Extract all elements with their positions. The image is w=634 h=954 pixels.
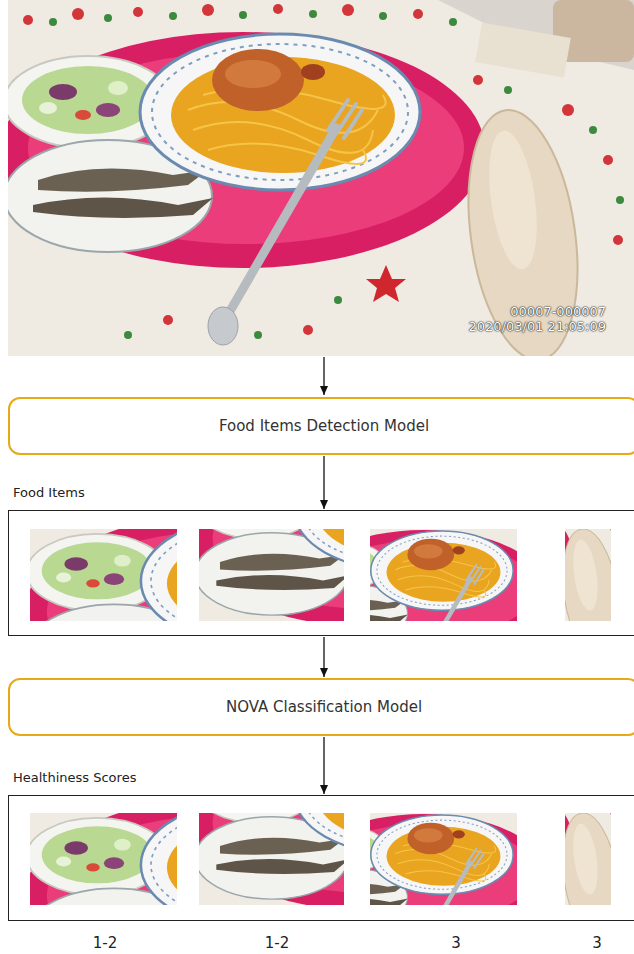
score-value: 1-2 [93,934,118,952]
food-crop [30,813,177,905]
flow-arrow [323,637,324,677]
box-label: NOVA Classification Model [226,698,422,716]
flow-arrow [323,737,324,794]
scores-frame: Healthiness Scores [8,795,634,921]
food-crop [199,813,344,905]
timestamp: 2020/03/01 21:05:09 [469,319,606,334]
frame-heading: Food Items [13,485,85,500]
food-crop [370,529,517,621]
meal-photo [8,0,634,356]
score-value: 3 [451,934,461,952]
food-crop [30,529,177,621]
box-label: Food Items Detection Model [219,417,429,435]
model-box: NOVA Classification Model [8,678,634,736]
score-value: 3 [592,934,602,952]
photo-arrow [323,357,324,395]
model-box: Food Items Detection Model [8,397,634,455]
food-crop [199,529,344,621]
crops-frame: Food Items [8,510,634,636]
frame-heading: Healthiness Scores [13,770,136,785]
flow-arrow [323,456,324,509]
food-crop [565,529,611,621]
timestamp: 00007-000007 [510,304,606,319]
food-crop [370,813,517,905]
food-crop [565,813,611,905]
score-value: 1-2 [265,934,290,952]
